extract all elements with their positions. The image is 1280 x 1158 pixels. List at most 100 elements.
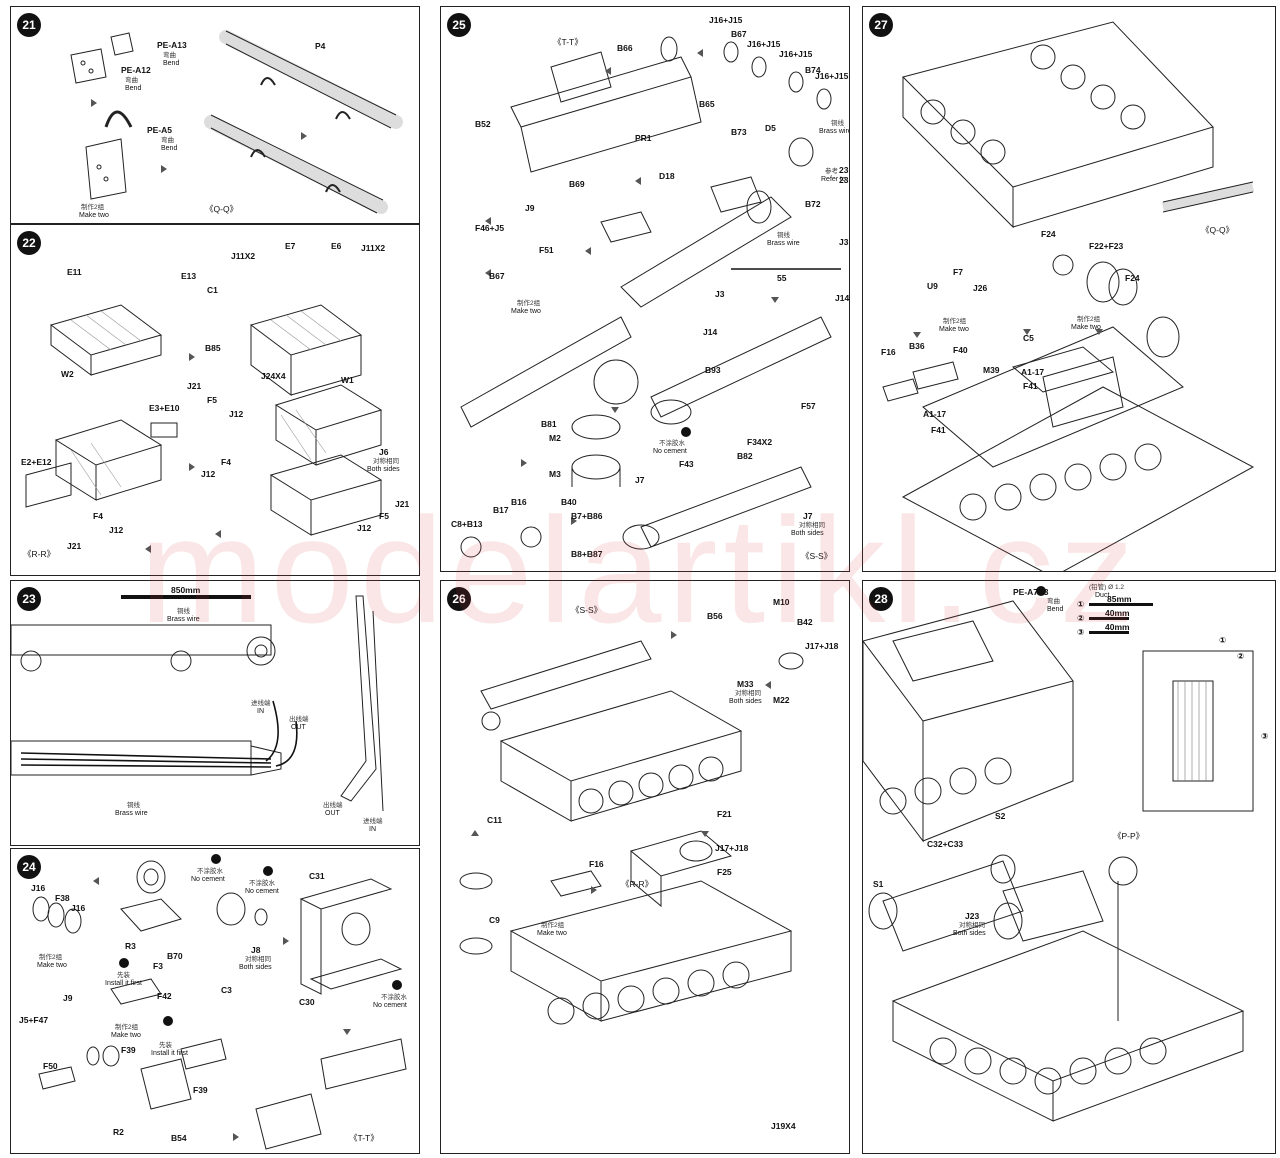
label-duct-num-2: ②	[1077, 613, 1085, 623]
label-j8-both: Both sides	[239, 964, 272, 971]
label-j3-a: J3	[839, 237, 849, 247]
step-25-artwork	[460, 36, 841, 558]
label-install-cn-b: 先装	[159, 1042, 172, 1049]
step-26-artwork	[459, 631, 804, 1025]
label-b73: B73	[731, 127, 747, 137]
label-j3-b: J3	[715, 289, 725, 299]
label-wire-b: Brass wire	[767, 240, 800, 247]
step-22-number: 22	[17, 231, 41, 255]
wire-length-bar	[121, 595, 251, 599]
label-b65: B65	[699, 99, 715, 109]
label-make-two-cn: 制作2组	[517, 300, 541, 307]
label-pe-a12-note: Bend	[125, 85, 142, 92]
label-c1: C1	[207, 285, 218, 295]
label-j6-both: Both sides	[367, 466, 400, 473]
view-q-q: 《Q-Q》	[1201, 225, 1235, 235]
label-len-55: 55	[777, 273, 787, 283]
label-r2: R2	[113, 1127, 124, 1137]
duct-bar-1	[1089, 603, 1153, 606]
label-j6-both-cn: 对称相同	[373, 458, 399, 465]
label-u9: U9	[927, 281, 938, 291]
label-c32c33: C32+C33	[927, 839, 964, 849]
label-make-two: Make two	[537, 930, 567, 937]
label-w1: W1	[341, 375, 354, 385]
label-c8b13: C8+B13	[451, 519, 483, 529]
label-make-two: Make two	[511, 308, 541, 315]
label-j19x4: J19X4	[771, 1121, 796, 1131]
label-out-cn: 出线端	[289, 716, 309, 723]
label-wire-cn: 铜线	[831, 120, 844, 127]
label-make-two-b: Make two	[1071, 324, 1101, 331]
step-27-panel: 27 《Q	[862, 6, 1276, 572]
label-b74: B74	[805, 65, 821, 75]
label-r3: R3	[125, 941, 136, 951]
step-25-panel: 25	[440, 6, 850, 572]
label-a117-a: A1-17	[1021, 367, 1045, 377]
label-pe-a12: PE-A12	[121, 65, 151, 75]
label-f16: F16	[589, 859, 604, 869]
label-make-two: Make two	[37, 962, 67, 969]
label-e6: E6	[331, 241, 342, 251]
step-21-panel: 21 PE-A13 弯曲 Bend PE	[10, 6, 420, 224]
label-ref-num-b: 23	[839, 175, 849, 185]
label-m10: M10	[773, 597, 790, 607]
label-j14-b: J14	[703, 327, 718, 337]
label-pe-a13: PE-A13	[157, 40, 187, 50]
label-s1: S1	[873, 879, 884, 889]
label-j5f47: J5+F47	[19, 1015, 49, 1025]
label-ref-num-a: 23	[839, 165, 849, 175]
label-j7-a: J7	[635, 475, 645, 485]
label-make-two-cn: 制作2组	[39, 954, 63, 961]
label-wire-b: Brass wire	[115, 810, 148, 817]
label-j16j15-c: J16+J15	[779, 49, 813, 59]
label-m3: M3	[549, 469, 561, 479]
label-make-two-cn: 制作2组	[541, 922, 565, 929]
step-22-artwork	[25, 304, 383, 553]
label-c9: C9	[489, 915, 500, 925]
view-s-s: 《S-S》	[571, 605, 603, 615]
label-s2: S2	[995, 811, 1006, 821]
label-j16-b: J16	[71, 903, 86, 913]
label-f5-a: F5	[207, 395, 217, 405]
label-f4-a: F4	[221, 457, 231, 467]
label-pr1: PR1	[635, 133, 652, 143]
label-w2: W2	[61, 369, 74, 379]
label-m33-both: Both sides	[729, 698, 762, 705]
label-m33: M33	[737, 679, 754, 689]
label-e3e10: E3+E10	[149, 403, 180, 413]
label-in-b: IN	[369, 826, 376, 833]
label-duct-num-3: ③	[1077, 627, 1085, 637]
view-p-p: 《P-P》	[1113, 831, 1145, 841]
label-j12-d: J12	[357, 523, 372, 533]
view-q-q: 《Q-Q》	[205, 204, 239, 214]
label-b16: B16	[511, 497, 527, 507]
label-f25: F25	[717, 867, 732, 877]
label-make-two: Make two	[79, 212, 109, 219]
label-bend: Bend	[1047, 606, 1064, 613]
label-in: IN	[257, 708, 264, 715]
label-ref: Refer to	[821, 176, 846, 183]
label-j16j15-d: J16+J15	[815, 71, 849, 81]
label-j8: J8	[251, 945, 261, 955]
label-bend-cn: 弯曲	[1047, 598, 1060, 605]
label-m22: M22	[773, 695, 790, 705]
label-b17: B17	[493, 505, 509, 515]
label-b40: B40	[561, 497, 577, 507]
label-f3: F3	[153, 961, 163, 971]
step-23-number: 23	[17, 587, 41, 611]
label-f38: F38	[55, 893, 70, 903]
label-j9: J9	[525, 203, 535, 213]
label-f43: F43	[679, 459, 694, 469]
label-j12-a: J12	[229, 409, 244, 419]
label-e11: E11	[67, 267, 82, 277]
label-j7-both: Both sides	[791, 530, 824, 537]
label-e7: E7	[285, 241, 296, 251]
label-j16-a: J16	[31, 883, 46, 893]
label-j21-a: J21	[187, 381, 202, 391]
label-c31: C31	[309, 871, 325, 881]
label-d18: D18	[659, 171, 675, 181]
view-r-r: 《R-R》	[621, 879, 654, 889]
step-27-number: 27	[869, 13, 893, 37]
label-j16j15-b: J16+J15	[747, 39, 781, 49]
label-j23: J23	[965, 911, 980, 921]
